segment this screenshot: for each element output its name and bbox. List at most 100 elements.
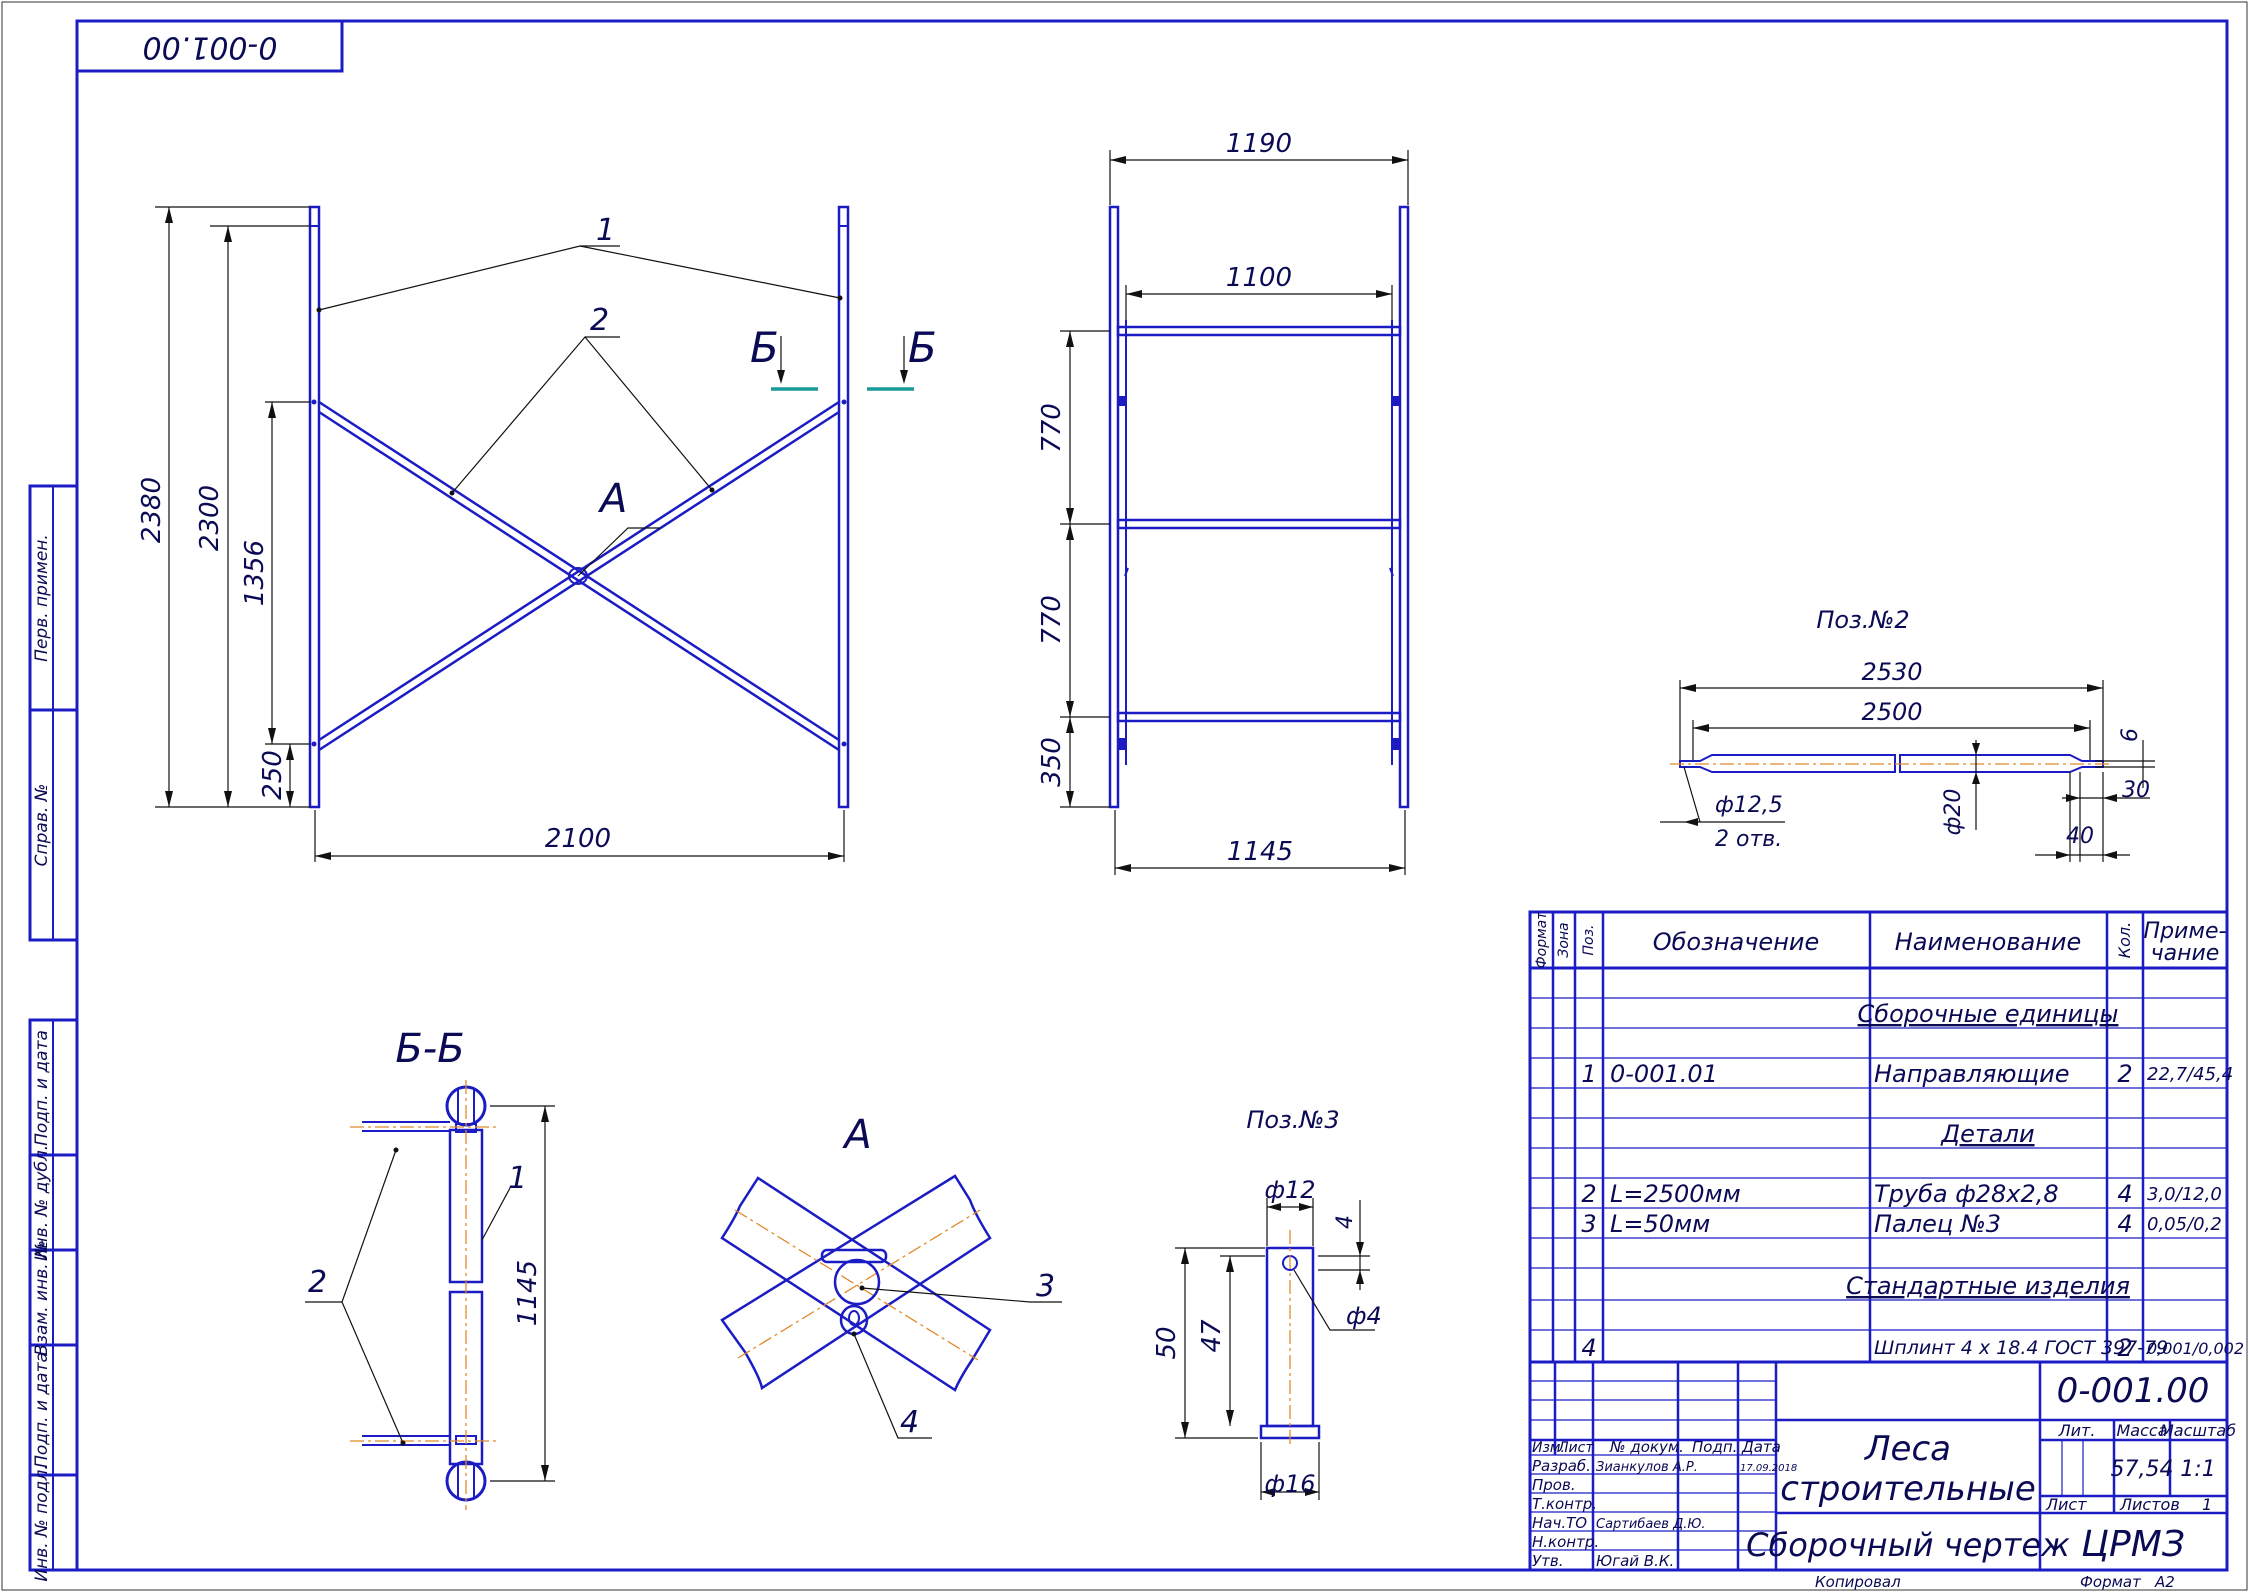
spec-h-format: Формат (1534, 911, 1550, 969)
tb-razrab-date: 17.09.2018 (1740, 1463, 1797, 1474)
spec-h-zone: Зона (1556, 922, 1572, 957)
spec-row4-note: 0,001/0,002 (2147, 1339, 2244, 1358)
dim-250: 250 (258, 750, 288, 800)
strip-vzam-inv: Взам. инв. № (32, 1240, 52, 1355)
tb-row-razrab: Разраб. (1532, 1457, 1591, 1475)
spec-section-parts: Детали (1940, 1120, 2034, 1148)
dim-770a: 770 (1037, 403, 1067, 453)
spec-row1-qty: 2 (2117, 1060, 2132, 1088)
spec-h-qty: Кол. (2115, 922, 2134, 958)
tb-sheet-label: Лист (2045, 1495, 2087, 1514)
dim-770b: 770 (1037, 595, 1067, 645)
tb-col-date: Дата (1741, 1438, 1781, 1456)
side-strip: Перв. примен. Справ. № Подп. и дата Инв.… (28, 484, 79, 1582)
tb-row-nkontr: Н.контр. (1532, 1533, 1599, 1551)
callout-2: 2 (590, 303, 609, 338)
tb-format-label: Формат (2080, 1573, 2142, 1591)
tb-format-value: А2 (2154, 1573, 2175, 1591)
tb-scale-label: Масштаб (2160, 1421, 2236, 1440)
pos3-title: Поз.№3 (1246, 1106, 1339, 1134)
tb-doc-type: Сборочный чертеж (1746, 1526, 2070, 1564)
pos2-view: Поз.№2 (1660, 606, 2155, 862)
strip-podp-data-2: Подп. и дата (32, 1352, 52, 1468)
spec-h-name: Наименование (1895, 928, 2082, 956)
strip-inv-dubl: Инв. № дубл. (32, 1145, 52, 1261)
spec-row2-name: Труба ф28х2,8 (1874, 1180, 2059, 1208)
strip-podp-data: Подп. и дата (32, 1030, 52, 1146)
dim-2100: 2100 (545, 824, 611, 854)
pos2-holes: 2 отв. (1715, 827, 1782, 852)
section-bb-callout-1: 1 (508, 1161, 527, 1196)
pos2-dim-6: 6 (2118, 728, 2143, 742)
strip-perv-primen: Перв. примен. (32, 534, 52, 662)
dim-2300: 2300 (195, 485, 225, 551)
spec-h-pos: Поз. (1581, 925, 1597, 956)
detail-a-view: А 3 4 (720, 1112, 1062, 1440)
pos2-dim-2530: 2530 (1861, 658, 1922, 686)
front-view: 2380 2300 1356 250 2100 1 2 А Б Б (137, 205, 937, 862)
tb-title-line1: Леса (1863, 1429, 1951, 1469)
spec-row2-designation: L=2500мм (1610, 1180, 1741, 1208)
spec-row1-note: 22,7/45,4 (2147, 1064, 2233, 1085)
strip-sprav-no: Справ. № (32, 784, 52, 867)
tb-sheets-label: Листов (2119, 1495, 2180, 1514)
spec-h-designation: Обозначение (1653, 928, 1820, 956)
pos3-dim-50: 50 (1152, 1326, 1182, 1359)
spec-row4-name: Шплинт 4 х 18.4 ГОСТ 397-79 (1874, 1337, 2168, 1359)
tb-title-line2: строительные (1780, 1469, 2035, 1509)
pos3-dim-4: 4 (1333, 1215, 1358, 1229)
tb-col-list: Лист (1557, 1440, 1594, 1456)
tb-sheets-value: 1 (2202, 1495, 2212, 1514)
pos2-dim-2500: 2500 (1861, 698, 1922, 726)
side-view: 1190 1100 770 770 350 1145 (1037, 129, 1410, 875)
strip-inv-podl: Инв. № подл. (32, 1464, 52, 1581)
pos3-dim-d4: ф4 (1346, 1302, 1382, 1330)
tb-mass-label: Масса (2116, 1421, 2167, 1440)
dim-350: 350 (1037, 737, 1067, 787)
dim-2380: 2380 (137, 477, 167, 543)
tb-nach-name: Сартибаев Д.Ю. (1596, 1517, 1706, 1532)
spec-row3-note: 0,05/0,2 (2147, 1214, 2222, 1235)
tb-org: ЦРМЗ (2081, 1524, 2185, 1565)
tb-row-tkontr: Т.контр. (1532, 1495, 1597, 1513)
spec-section-standard: Стандартные изделия (1846, 1272, 2130, 1300)
callout-a: А (597, 476, 627, 522)
tb-utv-name: Югай В.К. (1596, 1552, 1674, 1570)
rotated-code: 0-001.00 (143, 30, 278, 65)
dim-1356: 1356 (240, 540, 270, 606)
pos2-dim-d125: ф12,5 (1715, 793, 1783, 818)
spec-row3-qty: 4 (2117, 1210, 2132, 1238)
spec-row2-qty: 4 (2117, 1180, 2132, 1208)
pos2-dim-30: 30 (2122, 778, 2150, 803)
pos3-dim-d12: ф12 (1264, 1176, 1315, 1204)
pos2-dim-d20: ф20 (1941, 789, 1966, 836)
tb-copied: Копировал (1815, 1573, 1901, 1591)
tb-col-sign: Подп. (1692, 1438, 1737, 1456)
dim-1145-side: 1145 (1227, 837, 1293, 867)
section-mark-left: Б (750, 323, 779, 372)
section-mark-right: Б (908, 323, 937, 372)
tb-lit-label: Лит. (2058, 1421, 2096, 1440)
spec-row3-pos: 3 (1581, 1210, 1596, 1238)
spec-h-note-2: чание (2151, 941, 2220, 966)
tb-row-prov: Пров. (1532, 1476, 1576, 1494)
spec-row4-pos: 4 (1581, 1334, 1596, 1362)
spec-row1-pos: 1 (1581, 1060, 1596, 1088)
callout-1: 1 (596, 213, 615, 248)
pos3-view: Поз.№3 ф12 4 (1152, 1106, 1382, 1500)
section-bb-title: Б-Б (395, 1026, 464, 1072)
tb-designation: 0-001.00 (2057, 1371, 2210, 1411)
dim-1100: 1100 (1226, 263, 1292, 293)
spec-section-assemblies: Сборочные единицы (1858, 1000, 2119, 1028)
spec-h-note-1: Приме- (2144, 919, 2227, 944)
section-bb-view: Б-Б 1145 2 1 (305, 1026, 555, 1510)
spec-row1-name: Направляющие (1874, 1060, 2069, 1088)
pos2-title: Поз.№2 (1816, 606, 1909, 634)
tb-row-utv: Утв. (1532, 1552, 1564, 1570)
dim-1190: 1190 (1226, 129, 1292, 159)
tb-mass-value: 57,54 (2111, 1457, 2174, 1482)
tb-col-izm: Изм. (1532, 1440, 1565, 1456)
title-block: Изм. Лист № докум. Подп. Дата Разраб. Зи… (1528, 1360, 2236, 1591)
spec-row2-pos: 2 (1581, 1180, 1596, 1208)
